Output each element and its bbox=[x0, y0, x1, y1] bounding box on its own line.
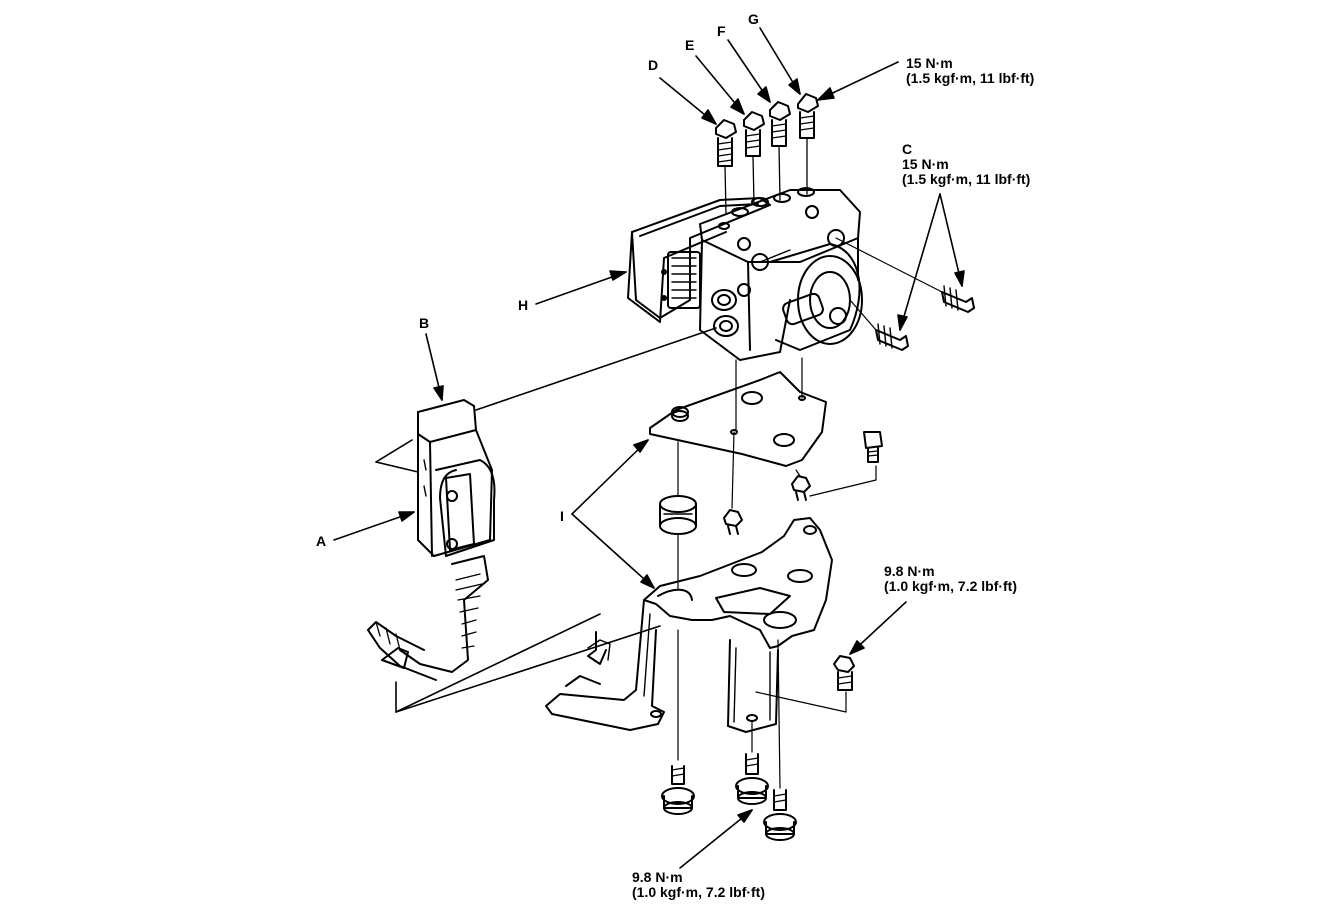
torque-bottom-line2: (1.0 kgf·m, 7.2 lbf·ft) bbox=[632, 884, 766, 900]
flare-nut-g bbox=[797, 93, 819, 139]
torque-top-line2: (1.5 kgf·m, 11 lbf·ft) bbox=[906, 70, 1035, 86]
flare-nuts-top bbox=[715, 93, 819, 215]
bracket-bolt-right bbox=[755, 655, 855, 713]
upper-bracket bbox=[649, 357, 827, 467]
bottom-bolt-3 bbox=[763, 789, 797, 841]
callout-b: B bbox=[419, 315, 430, 331]
flare-nut-f bbox=[769, 101, 791, 147]
torque-c-line2: (1.5 kgf·m, 11 lbf·ft) bbox=[902, 171, 1031, 187]
callout-i: I bbox=[560, 508, 564, 524]
torque-label-c: C 15 N·m (1.5 kgf·m, 11 lbf·ft) bbox=[902, 142, 1030, 187]
torque-top-line1: 15 N·m bbox=[906, 55, 953, 71]
small-bolts-mid bbox=[723, 431, 883, 535]
torque-right-line1: 9.8 N·m bbox=[884, 563, 935, 579]
torque-right-line2: (1.0 kgf·m, 7.2 lbf·ft) bbox=[884, 578, 1018, 594]
callout-c: C bbox=[902, 141, 913, 157]
callout-e: E bbox=[685, 37, 695, 53]
lower-bracket bbox=[545, 517, 833, 789]
torque-label-right: 9.8 N·m (1.0 kgf·m, 7.2 lbf·ft) bbox=[884, 564, 1017, 594]
ecu-connector-socket bbox=[667, 251, 701, 309]
torque-c-line1: 15 N·m bbox=[902, 156, 949, 172]
bottom-bolt-1 bbox=[661, 765, 695, 815]
flare-nuts-c bbox=[835, 237, 975, 351]
callout-a: A bbox=[316, 533, 327, 549]
callout-d: D bbox=[648, 57, 659, 73]
callout-f: F bbox=[717, 23, 726, 39]
harness-connector bbox=[367, 399, 496, 681]
torque-label-top: 15 N·m (1.5 kgf·m, 11 lbf·ft) bbox=[906, 56, 1034, 86]
rubber-mount bbox=[659, 441, 697, 591]
leader-lines bbox=[333, 27, 965, 869]
callout-h: H bbox=[518, 297, 529, 313]
torque-label-bottom: 9.8 N·m (1.0 kgf·m, 7.2 lbf·ft) bbox=[632, 870, 765, 900]
callout-g: G bbox=[748, 11, 759, 27]
torque-bottom-line1: 9.8 N·m bbox=[632, 869, 683, 885]
bottom-bolt-2 bbox=[735, 753, 769, 805]
flare-nut-d bbox=[715, 119, 737, 167]
abs-modulator-unit bbox=[627, 187, 863, 361]
bracket-bolts-bottom bbox=[661, 753, 797, 841]
flare-nut-e bbox=[743, 111, 765, 157]
